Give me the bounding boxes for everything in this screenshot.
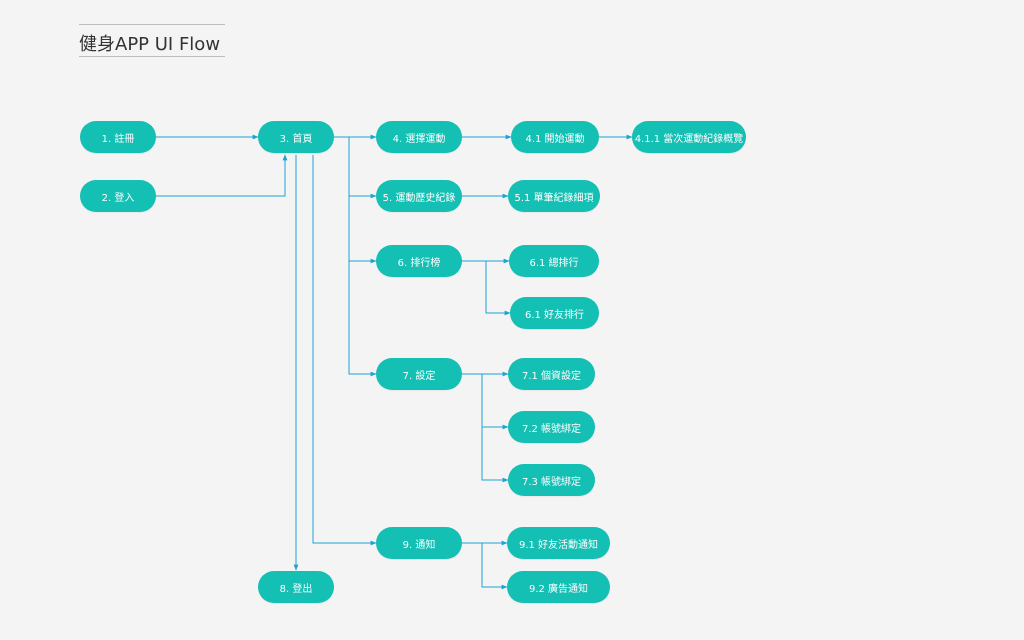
edge-9-to-92: [481, 543, 508, 590]
edge-6-to-61b: [485, 261, 511, 316]
node-exercise-history[interactable]: 5. 運動歷史紀錄: [376, 180, 462, 212]
node-logout[interactable]: 8. 登出: [258, 571, 334, 603]
node-friend-ranking[interactable]: 6.1 好友排行: [510, 297, 599, 329]
node-home[interactable]: 3. 首頁: [258, 121, 334, 153]
edge-3-to-5: [348, 137, 377, 199]
edge-7-to-73: [481, 427, 509, 483]
node-settings[interactable]: 7. 設定: [376, 358, 462, 390]
node-friend-activity-notify[interactable]: 9.1 好友活動通知: [507, 527, 610, 559]
node-login[interactable]: 2. 登入: [80, 180, 156, 212]
node-exercise-summary[interactable]: 4.1.1 當次運動紀錄概覽: [632, 121, 746, 153]
edge-3-to-6: [348, 196, 377, 264]
node-profile-settings[interactable]: 7.1 個資設定: [508, 358, 595, 390]
node-account-binding-2[interactable]: 7.3 帳號綁定: [508, 464, 595, 496]
node-leaderboard[interactable]: 6. 排行榜: [376, 245, 462, 277]
edge-3-to-9: [312, 155, 377, 546]
node-account-binding-1[interactable]: 7.2 帳號綁定: [508, 411, 595, 443]
node-ad-notify[interactable]: 9.2 廣告通知: [507, 571, 610, 603]
node-register[interactable]: 1. 註冊: [80, 121, 156, 153]
edge-2-to-3: [156, 154, 288, 197]
node-select-exercise[interactable]: 4. 選擇運動: [376, 121, 462, 153]
node-overall-ranking[interactable]: 6.1 總排行: [509, 245, 599, 277]
node-start-exercise[interactable]: 4.1 開始運動: [511, 121, 599, 153]
node-notifications[interactable]: 9. 通知: [376, 527, 462, 559]
page-title: 健身APP UI Flow: [79, 34, 221, 55]
title-box: 健身APP UI Flow: [79, 24, 225, 57]
edge-7-to-72: [481, 374, 509, 430]
edge-3-to-7: [348, 261, 377, 377]
node-record-detail[interactable]: 5.1 單筆紀錄細項: [508, 180, 600, 212]
